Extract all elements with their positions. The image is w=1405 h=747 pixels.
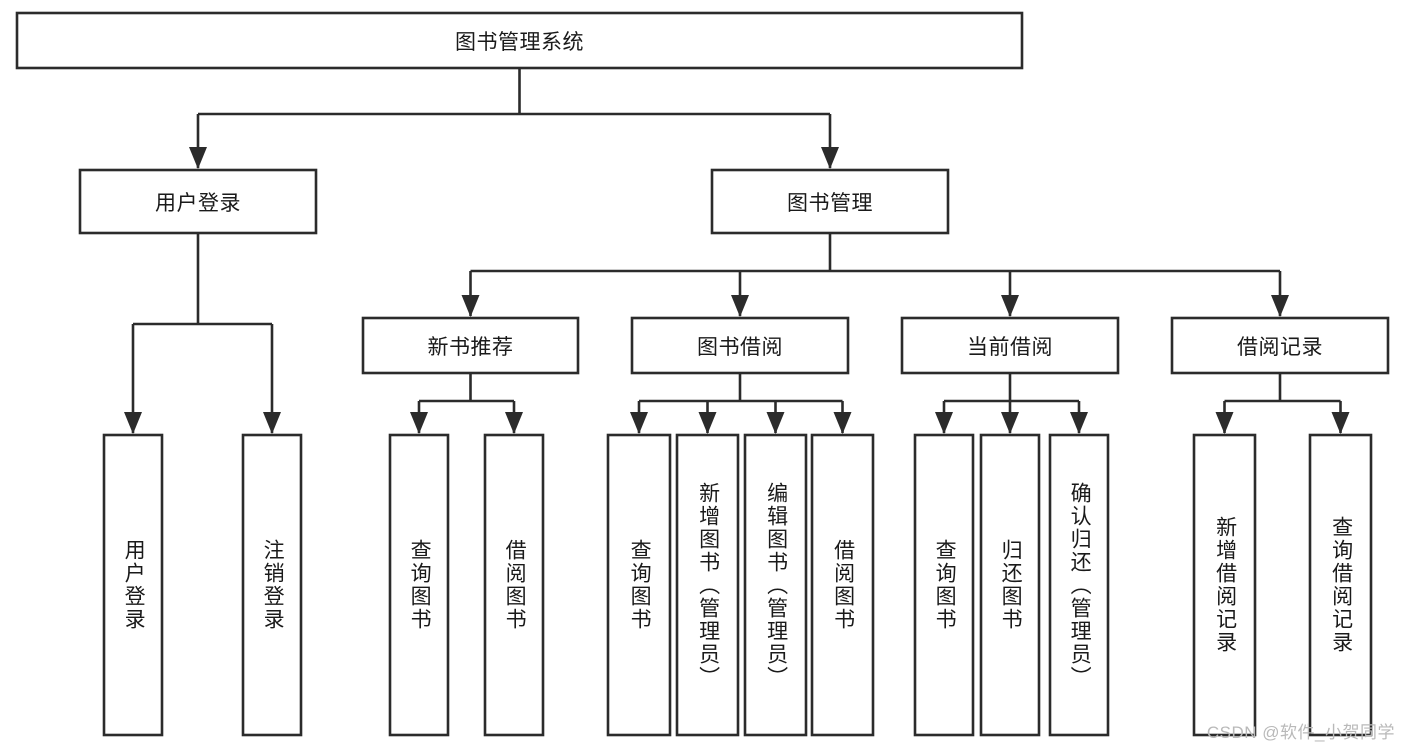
- arrow-head-leaf-add-book: [698, 412, 717, 434]
- node-box-book-manage[interactable]: [710, 168, 950, 235]
- node-box-leaf-borrow-book-1[interactable]: [483, 433, 545, 737]
- node-box-leaf-query-record[interactable]: [1308, 433, 1373, 737]
- arrow-head-book-borrow: [731, 295, 749, 317]
- arrow-head-leaf-query-record: [1331, 412, 1350, 434]
- node-box-current-borrow[interactable]: [900, 316, 1120, 375]
- node-box-leaf-edit-book[interactable]: [743, 433, 808, 737]
- arrow-head-user-login: [189, 147, 207, 169]
- node-box-user-login[interactable]: [78, 168, 318, 235]
- node-box-leaf-query-book-1[interactable]: [388, 433, 450, 737]
- arrow-head-book-manage: [821, 147, 839, 169]
- arrow-head-leaf-add-record: [1215, 412, 1234, 434]
- node-box-leaf-add-book[interactable]: [675, 433, 740, 737]
- node-box-leaf-user-login[interactable]: [102, 433, 164, 737]
- arrow-head-leaf-query-book-2: [630, 412, 648, 434]
- node-box-root[interactable]: [15, 11, 1024, 70]
- node-box-new-book-recommend[interactable]: [361, 316, 580, 375]
- boxes-layer: [15, 11, 1390, 737]
- node-box-leaf-query-book-2[interactable]: [606, 433, 672, 737]
- arrow-head-leaf-return-book: [1001, 412, 1019, 434]
- arrow-head-current-borrow: [1001, 295, 1019, 317]
- arrow-head-borrow-record: [1271, 295, 1289, 317]
- node-box-borrow-record[interactable]: [1170, 316, 1390, 375]
- arrow-head-leaf-borrow-book-1: [505, 412, 523, 434]
- arrow-head-leaf-edit-book: [766, 412, 785, 434]
- arrow-head-leaf-query-book-3: [935, 412, 953, 434]
- edges-layer: [124, 68, 1350, 434]
- node-box-leaf-user-logout[interactable]: [241, 433, 303, 737]
- node-box-leaf-add-record[interactable]: [1192, 433, 1257, 737]
- node-box-leaf-query-book-3[interactable]: [913, 433, 975, 737]
- arrow-head-leaf-user-logout: [263, 412, 281, 434]
- arrow-head-leaf-borrow-book-2: [833, 412, 852, 434]
- node-box-leaf-confirm-return[interactable]: [1048, 433, 1110, 737]
- arrow-head-leaf-user-login: [124, 412, 142, 434]
- arrow-head-new-book-recommend: [461, 295, 480, 317]
- arrow-head-leaf-query-book-1: [410, 412, 428, 434]
- node-box-book-borrow[interactable]: [630, 316, 850, 375]
- node-box-leaf-return-book[interactable]: [979, 433, 1041, 737]
- node-box-leaf-borrow-book-2[interactable]: [810, 433, 875, 737]
- arrow-head-leaf-confirm-return: [1070, 412, 1088, 434]
